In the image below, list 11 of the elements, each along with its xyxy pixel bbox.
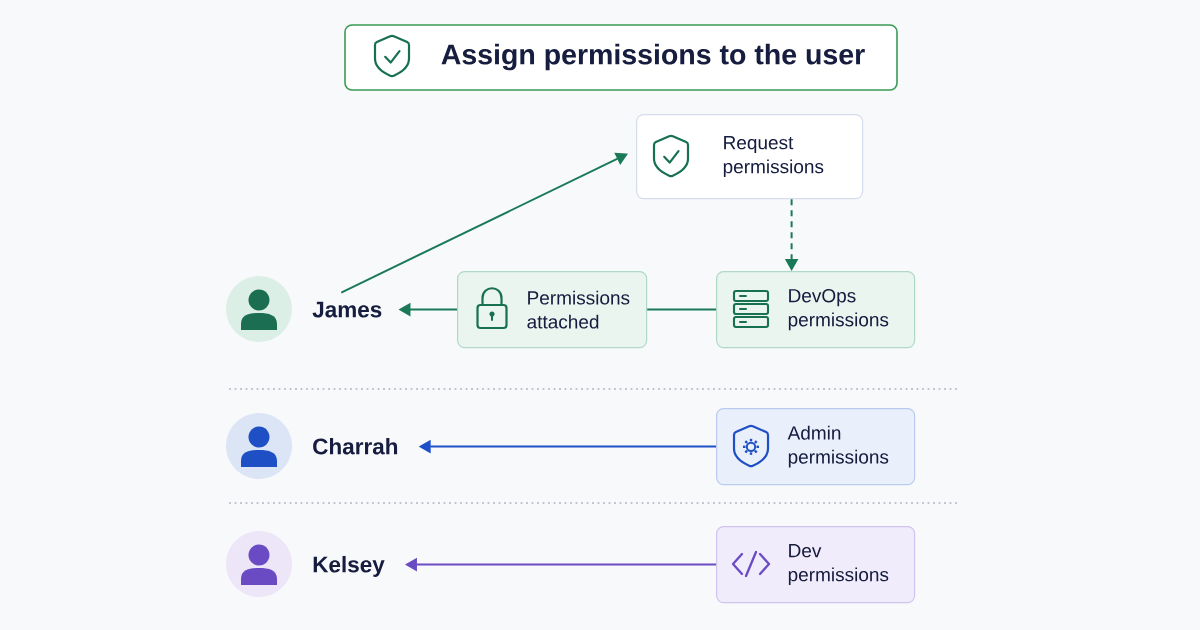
process-box: Permissions attached bbox=[457, 271, 648, 349]
process-box: Dev permissions bbox=[716, 526, 916, 604]
person-name: James bbox=[312, 301, 382, 318]
process-box: Admin permissions bbox=[716, 408, 916, 486]
person-name: Charrah bbox=[313, 437, 398, 455]
process-box: DevOps permissions bbox=[716, 271, 916, 349]
connector-line bbox=[646, 308, 717, 311]
person-name: Kelsey bbox=[313, 555, 385, 577]
arrow bbox=[340, 152, 628, 294]
title-banner: Assign permissions to the user bbox=[344, 24, 898, 91]
process-box: Request permissions bbox=[636, 114, 864, 200]
